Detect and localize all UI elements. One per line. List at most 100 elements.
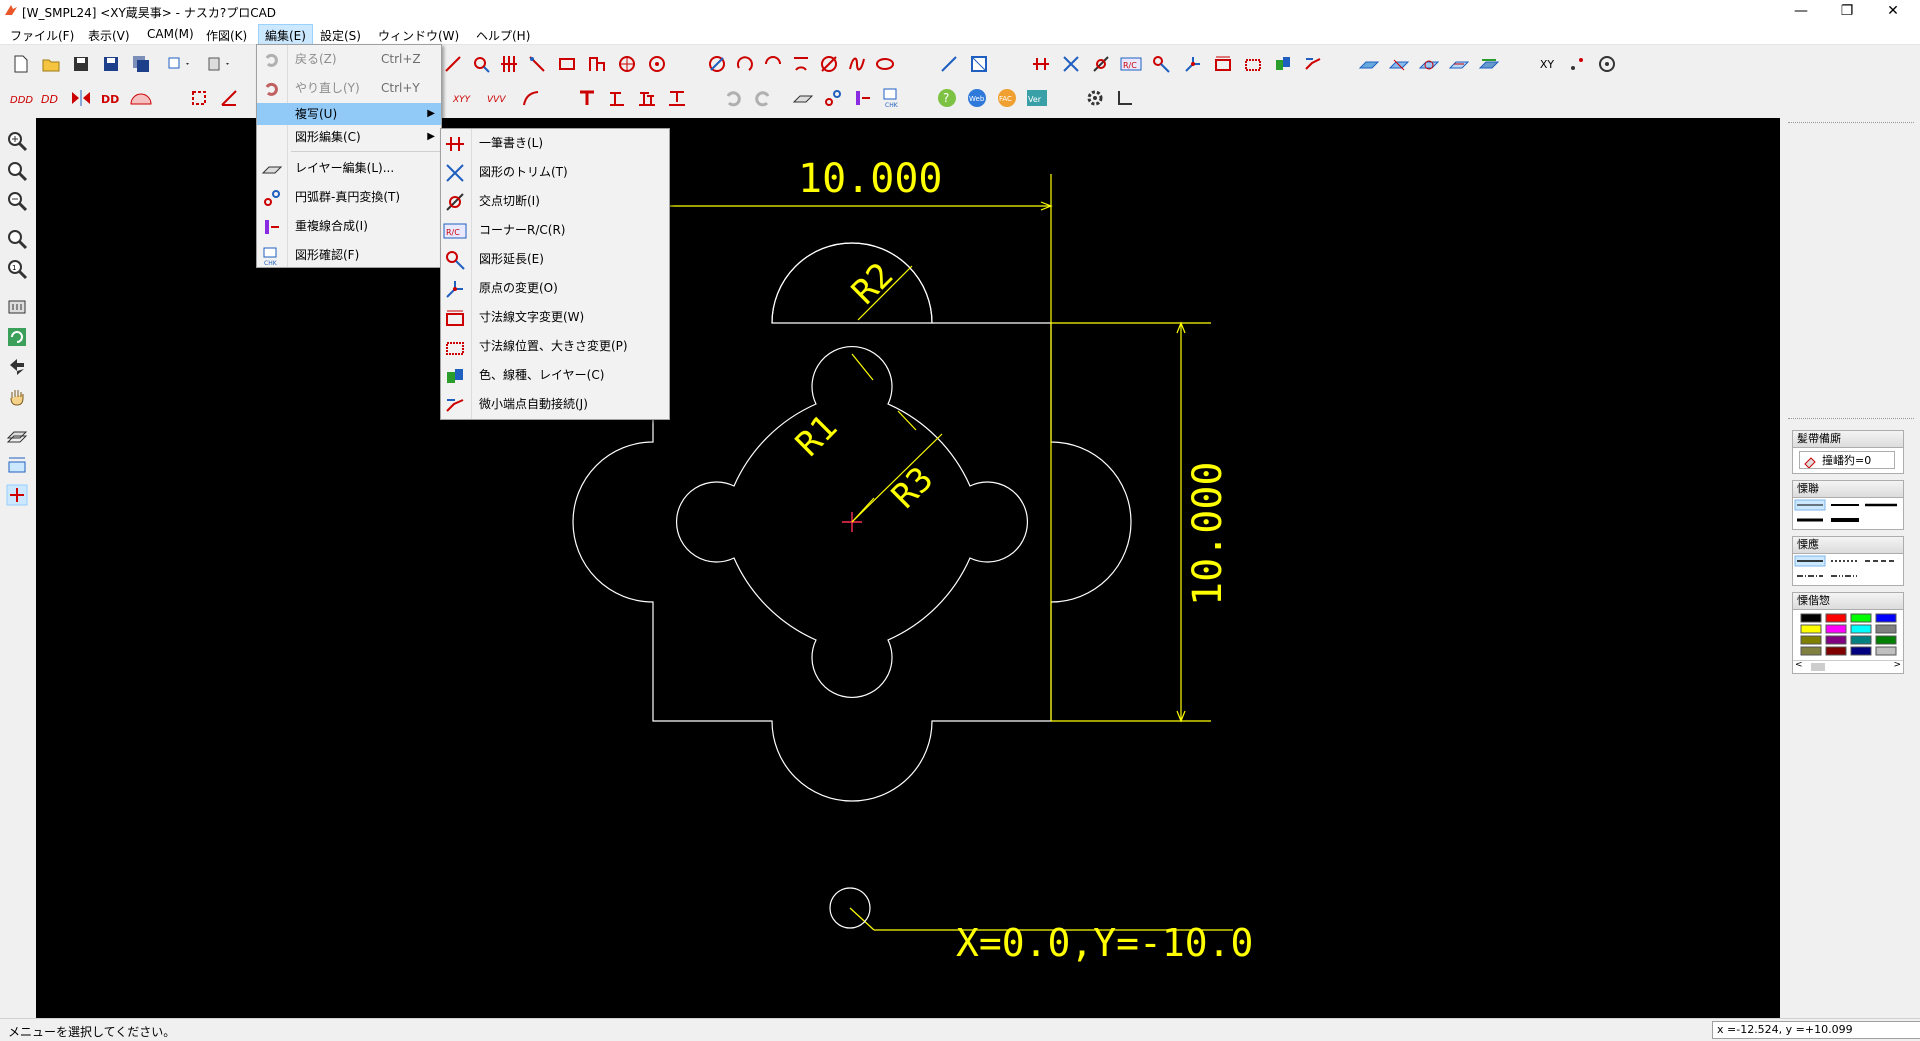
text-t2-icon[interactable] bbox=[604, 85, 630, 111]
color-palette[interactable] bbox=[1793, 610, 1903, 658]
layer-view-icon[interactable] bbox=[4, 422, 30, 448]
color-swatch[interactable] bbox=[1875, 635, 1897, 645]
help-icon[interactable]: ? bbox=[934, 85, 960, 111]
color-palette-group[interactable]: 慄偕惣 < > bbox=[1792, 592, 1904, 674]
toolbar-grip[interactable] bbox=[1626, 50, 1634, 80]
new-file-icon[interactable] bbox=[8, 51, 34, 77]
color-swatch[interactable] bbox=[1875, 613, 1897, 623]
merge-lines-item[interactable]: 重複線合成(I) bbox=[257, 212, 441, 241]
text-t4-icon[interactable] bbox=[664, 85, 690, 111]
one-stroke-item[interactable]: 一筆書き(L) bbox=[441, 129, 669, 158]
dim-view-icon[interactable] bbox=[4, 452, 30, 478]
toolbar-grip[interactable] bbox=[1058, 84, 1066, 114]
line-type-group[interactable]: 慄應 bbox=[1792, 536, 1904, 586]
leader-icon[interactable] bbox=[518, 85, 544, 111]
save-icon[interactable] bbox=[68, 51, 94, 77]
dim-position-icon[interactable] bbox=[1240, 51, 1266, 77]
menu-settings[interactable]: 設定(S) bbox=[320, 29, 361, 43]
circle-point-icon[interactable] bbox=[468, 51, 494, 77]
layer-3-icon[interactable] bbox=[1416, 51, 1442, 77]
color-swatch[interactable] bbox=[1850, 646, 1872, 656]
color-swatch[interactable] bbox=[1825, 646, 1847, 656]
undo-item[interactable]: 戻る(Z) Ctrl+Z bbox=[257, 45, 441, 74]
paste-dropdown-icon[interactable] bbox=[206, 51, 232, 77]
dim-text-item[interactable]: 寸法線文字変更(W) bbox=[441, 303, 669, 332]
trim-single-icon[interactable] bbox=[1028, 51, 1054, 77]
zoom-in-icon[interactable] bbox=[4, 128, 30, 154]
drawing-canvas[interactable]: 10.000 10.000 R2 R1 R3 X=0.0,Y=-10.0 bbox=[36, 118, 1780, 1018]
fac-icon[interactable]: FAC bbox=[994, 85, 1020, 111]
menu-file[interactable]: ファイル(F) bbox=[10, 29, 75, 43]
close-button[interactable]: ✕ bbox=[1887, 3, 1899, 19]
trim-item[interactable]: 図形のトリム(T) bbox=[441, 158, 669, 187]
trim-cross-icon[interactable] bbox=[1058, 51, 1084, 77]
dim-box-icon[interactable] bbox=[186, 85, 212, 111]
target-icon[interactable] bbox=[1594, 51, 1620, 77]
toolbar-grip[interactable] bbox=[682, 50, 690, 80]
dim-dd2-icon[interactable]: DD bbox=[98, 85, 124, 111]
web-icon[interactable]: Web bbox=[964, 85, 990, 111]
undo-icon[interactable] bbox=[720, 85, 746, 111]
color-layer-item[interactable]: 色、線種、レイヤー(C) bbox=[441, 361, 669, 390]
cut-intersection-icon[interactable] bbox=[1088, 51, 1114, 77]
corner-rc-icon[interactable]: R/C bbox=[1118, 51, 1144, 77]
ellipse-tool-icon[interactable] bbox=[872, 51, 898, 77]
auto-connect-item[interactable]: 微小端点自動接続(J) bbox=[441, 390, 669, 419]
dim-angle-icon[interactable] bbox=[216, 85, 242, 111]
color-swatch[interactable] bbox=[1850, 613, 1872, 623]
pan-hand-icon[interactable] bbox=[4, 384, 30, 410]
save-as-icon[interactable] bbox=[98, 51, 124, 77]
shape-edit-item[interactable]: 図形編集(C) ▶ bbox=[257, 125, 441, 149]
circle-radius-icon[interactable] bbox=[644, 51, 670, 77]
toolbar-grip[interactable] bbox=[1004, 50, 1012, 80]
dim-ddd-icon[interactable]: DDD bbox=[8, 85, 34, 111]
layer-1-icon[interactable] bbox=[1356, 51, 1382, 77]
color-swatch[interactable] bbox=[1800, 646, 1822, 656]
toolbar-grip[interactable] bbox=[912, 50, 920, 80]
auto-connect-icon[interactable] bbox=[1300, 51, 1326, 77]
frame-icon[interactable] bbox=[966, 51, 992, 77]
layer-edit-icon[interactable] bbox=[790, 85, 816, 111]
zoom-actual-icon[interactable]: 1 bbox=[4, 256, 30, 282]
toolbar-grip[interactable] bbox=[696, 84, 704, 114]
text-t3-icon[interactable] bbox=[634, 85, 660, 111]
menu-window[interactable]: ウィンドウ(W) bbox=[378, 29, 460, 43]
parallel-lines-icon[interactable] bbox=[496, 51, 522, 77]
menu-cam[interactable]: CAM(M) bbox=[147, 27, 194, 41]
corner-rc-item[interactable]: R/C コーナーR/C(R) bbox=[441, 216, 669, 245]
check-shape-item[interactable]: CHK 図形確認(F) bbox=[257, 241, 441, 270]
text-t-icon[interactable] bbox=[574, 85, 600, 111]
mirror-icon[interactable] bbox=[68, 85, 94, 111]
arc-rotate-icon[interactable] bbox=[732, 51, 758, 77]
zoom-all-icon[interactable] bbox=[4, 226, 30, 252]
point-line-icon[interactable] bbox=[936, 51, 962, 77]
zoom-out-icon[interactable] bbox=[4, 188, 30, 214]
line-type-options[interactable] bbox=[1793, 554, 1903, 584]
toolbar-grip[interactable] bbox=[550, 84, 558, 114]
swap-icon[interactable] bbox=[4, 354, 30, 380]
dim-text-icon[interactable] bbox=[1210, 51, 1236, 77]
origin-change-icon[interactable] bbox=[1180, 51, 1206, 77]
dim-dd-icon[interactable]: DD bbox=[38, 85, 64, 111]
check-shape-icon[interactable]: CHK bbox=[880, 85, 906, 111]
dim-xyy-icon[interactable]: XYY bbox=[452, 85, 478, 111]
circle-center-icon[interactable] bbox=[614, 51, 640, 77]
line-width-group[interactable]: 慄聯 bbox=[1792, 480, 1904, 530]
line-width-options[interactable] bbox=[1793, 498, 1903, 528]
redo-icon[interactable] bbox=[750, 85, 776, 111]
save-all-icon[interactable] bbox=[128, 51, 154, 77]
arc-tangent-icon[interactable] bbox=[760, 51, 786, 77]
color-swatch[interactable] bbox=[1825, 613, 1847, 623]
layer-4-icon[interactable] bbox=[1446, 51, 1472, 77]
minimize-button[interactable]: — bbox=[1794, 3, 1808, 19]
color-swatch[interactable] bbox=[1800, 635, 1822, 645]
version-icon[interactable]: Ver bbox=[1024, 85, 1050, 111]
toolbar-grip[interactable] bbox=[244, 50, 252, 80]
origin-change-item[interactable]: 原点の変更(O) bbox=[441, 274, 669, 303]
copy-dropdown-icon[interactable] bbox=[166, 51, 192, 77]
line-tool-icon[interactable] bbox=[440, 51, 466, 77]
settings-value-box[interactable]: 撞嶓犳=0 bbox=[1799, 451, 1895, 469]
arc-convert-item[interactable]: 円弧群-真円変換(T) bbox=[257, 183, 441, 212]
arc-3pt-icon[interactable] bbox=[704, 51, 730, 77]
menu-view[interactable]: 表示(V) bbox=[88, 29, 130, 43]
